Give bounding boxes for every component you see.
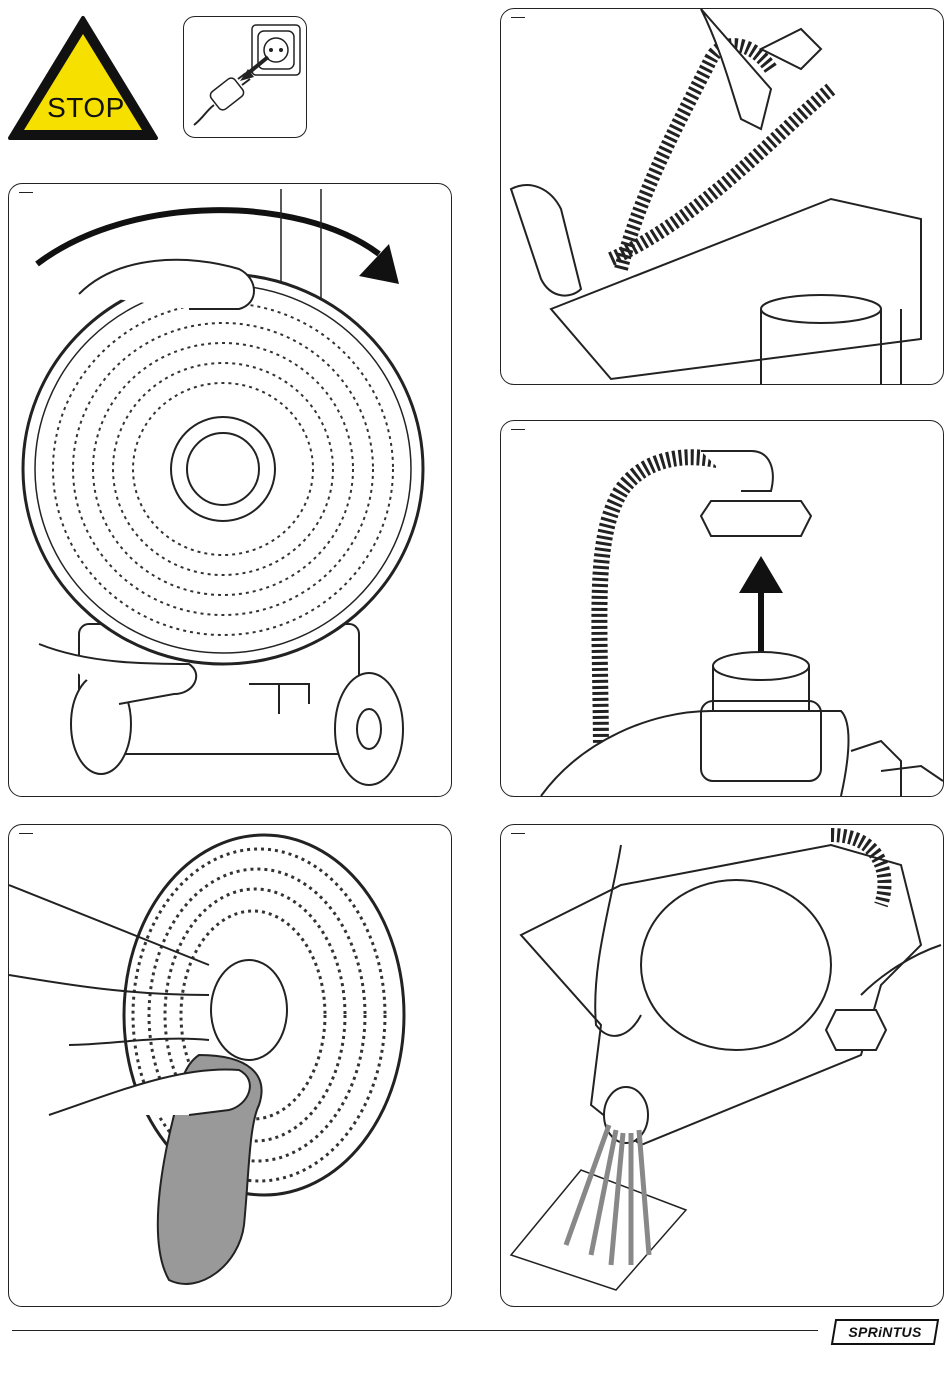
unplug-power-panel [183, 16, 307, 138]
footer-divider [12, 1330, 818, 1331]
hose-icon [501, 9, 943, 384]
panel-tank-drain [500, 824, 944, 1307]
stop-label: STOP [44, 88, 128, 128]
rotate-arrow-icon [9, 184, 451, 796]
water-flow-icon [501, 825, 943, 1306]
brand-name: SPRiNTUS [828, 1318, 942, 1346]
panel-hose-lift [500, 8, 944, 385]
panel-brush-removal [8, 183, 452, 797]
cloth-icon [9, 825, 451, 1306]
panel-brush-wipe [8, 824, 452, 1307]
up-arrow-icon [501, 421, 943, 796]
panel-cap-removal [500, 420, 944, 797]
unplug-power-icon [184, 17, 306, 137]
